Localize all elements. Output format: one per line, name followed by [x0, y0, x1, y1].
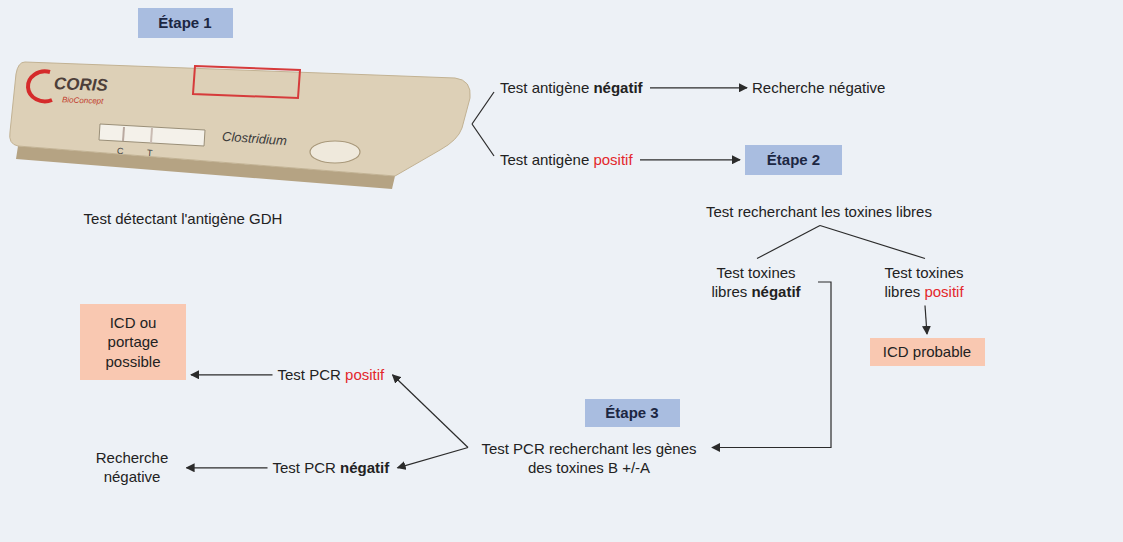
fork-line	[472, 92, 494, 124]
node-text: Étape 2	[767, 151, 820, 168]
node-text: Test PCR recherchant les gènes des toxin…	[481, 440, 696, 477]
node-text: Recherche négative	[752, 79, 885, 96]
fork-line	[472, 124, 494, 156]
brand-logo: CORIS	[54, 74, 109, 96]
text-block: Test toxines librespositif	[869, 263, 979, 302]
node-text: Étape 1	[158, 14, 211, 31]
text-block: Recherche négative	[752, 78, 885, 98]
text-block: ICD ou portage possible	[90, 313, 176, 372]
node-text: Étape 3	[605, 404, 658, 421]
node-text: négatif	[751, 283, 800, 300]
flow-text: Test PCR recherchant les gènes des toxin…	[474, 439, 706, 478]
node-text: Recherche négative	[96, 449, 169, 486]
result-box: ICD probable	[870, 338, 985, 366]
flow-arrow	[393, 375, 469, 448]
node-text: Test PCR	[278, 366, 341, 383]
step-box: Étape 1	[138, 8, 233, 38]
text-block: Test PCRnégatif	[273, 458, 390, 478]
flow-arrow	[820, 226, 925, 259]
cassette-body	[10, 62, 471, 176]
flow-text: Test toxines libresnégatif	[701, 263, 813, 302]
label-frame	[193, 66, 300, 98]
flow-arrow	[712, 282, 831, 448]
text-block: Test toxines libresnégatif	[701, 263, 811, 302]
caption-text: Test détectant l'antigène GDH	[84, 210, 283, 227]
flow-text: Recherche négative	[85, 448, 182, 487]
brand-subtitle: BioConcept	[62, 95, 104, 105]
node-text: Test PCR	[273, 459, 336, 476]
flow-text: Test antigènepositif	[500, 150, 635, 170]
text-block: Test PCRpositif	[278, 365, 385, 385]
flow-arrow	[187, 467, 268, 468]
node-text: positif	[924, 283, 963, 300]
control-mark: C	[117, 146, 124, 156]
text-block: Étape 3	[605, 403, 658, 423]
flow-arrow	[925, 306, 927, 335]
text-block: Test recherchant les toxines libres	[706, 202, 932, 222]
flow-text: Test PCRpositif	[278, 365, 387, 385]
test-line	[151, 128, 152, 143]
flow-text: Test toxines librespositif	[869, 263, 981, 302]
node-text: ICD ou portage possible	[105, 314, 160, 370]
logo-swirl	[28, 71, 52, 101]
step-box: Étape 2	[745, 145, 842, 175]
flow-arrow	[640, 159, 740, 160]
node-text: Test antigène	[500, 79, 589, 96]
flow-arrow	[757, 226, 820, 259]
flow-arrow	[191, 374, 273, 375]
flow-text: Test PCRnégatif	[273, 458, 392, 478]
node-text: positif	[593, 151, 632, 168]
text-block: Test antigènepositif	[500, 150, 633, 170]
flow-text: Test recherchant les toxines libres	[706, 202, 934, 222]
test-mark: T	[147, 148, 153, 158]
text-block: ICD probable	[883, 342, 971, 362]
flow-arrow	[650, 87, 747, 88]
flow-text: Test antigènenégatif	[500, 78, 645, 98]
node-text: positif	[345, 366, 384, 383]
result-box: ICD ou portage possible	[80, 304, 186, 380]
control-line	[123, 127, 124, 141]
text-block: Étape 2	[767, 150, 820, 170]
flow-text: Recherche négative	[752, 78, 888, 98]
text-block: Étape 1	[158, 13, 211, 33]
node-text: Test antigène	[500, 151, 589, 168]
text-block: Test PCR recherchant les gènes des toxin…	[474, 439, 704, 478]
result-window	[99, 124, 205, 146]
node-text: négatif	[593, 79, 642, 96]
node-text: Test recherchant les toxines libres	[706, 203, 932, 220]
text-block: Test antigènenégatif	[500, 78, 643, 98]
step-box: Étape 3	[585, 399, 680, 427]
sample-well	[310, 141, 360, 163]
node-text: négatif	[340, 459, 389, 476]
text-block: Recherche négative	[85, 448, 180, 487]
node-text: ICD probable	[883, 343, 971, 360]
flow-arrow	[398, 448, 469, 468]
